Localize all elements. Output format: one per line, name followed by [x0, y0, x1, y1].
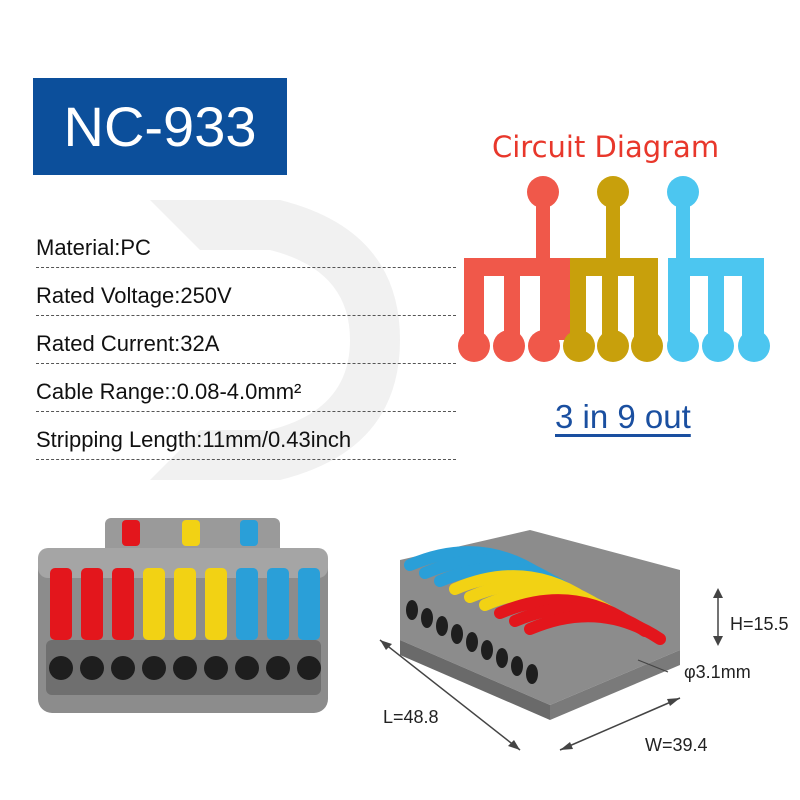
dimension-width: W=39.4 [645, 735, 708, 755]
lever [524, 610, 666, 645]
connector-front-photo [38, 518, 328, 713]
wire-hole [142, 656, 166, 680]
wire-hole [421, 608, 433, 628]
wire-hole [481, 640, 493, 660]
wire-hole [436, 616, 448, 636]
circuit-diagram [458, 176, 770, 362]
watermark-logo [150, 200, 400, 480]
circuit-branch-red [458, 176, 574, 362]
spec-list: Material:PC Rated Voltage:250V Rated Cur… [36, 220, 456, 460]
model-number: NC-933 [63, 95, 257, 158]
dimension-lines [379, 588, 723, 751]
dimension-height: H=15.5 [730, 614, 789, 634]
wire-hole [511, 656, 523, 676]
lever [267, 568, 289, 640]
lever [50, 568, 72, 640]
circuit-branch-yellow [563, 176, 663, 362]
wire-hole [204, 656, 228, 680]
lever [205, 568, 227, 640]
wire-hole [266, 656, 290, 680]
wire-hole [235, 656, 259, 680]
wire-hole [173, 656, 197, 680]
circuit-branch-blue [667, 176, 770, 362]
wire-hole [406, 600, 418, 620]
wire-hole [80, 656, 104, 680]
spec-voltage: Rated Voltage:250V [36, 268, 456, 316]
wire-hole [526, 664, 538, 684]
dimension-length: L=48.8 [383, 707, 439, 727]
connector-angle-photo [400, 530, 680, 720]
wire-hole [49, 656, 73, 680]
wire-hole [451, 624, 463, 644]
spec-material: Material:PC [36, 220, 456, 268]
spec-current: Rated Current:32A [36, 316, 456, 364]
wire-hole [496, 648, 508, 668]
io-label: 3 in 9 out [555, 398, 691, 435]
wire-hole [297, 656, 321, 680]
circuit-title: Circuit Diagram [492, 130, 720, 164]
spec-stripping-length: Stripping Length:11mm/0.43inch [36, 412, 456, 460]
lever [236, 568, 258, 640]
lever [112, 568, 134, 640]
dimension-hole: φ3.1mm [684, 662, 751, 682]
lever [143, 568, 165, 640]
lever [174, 568, 196, 640]
wire-hole [111, 656, 135, 680]
spec-cable-range: Cable Range::0.08-4.0mm² [36, 364, 456, 412]
model-badge: NC-933 [33, 78, 287, 175]
lever [81, 568, 103, 640]
wire-hole [466, 632, 478, 652]
lever [298, 568, 320, 640]
